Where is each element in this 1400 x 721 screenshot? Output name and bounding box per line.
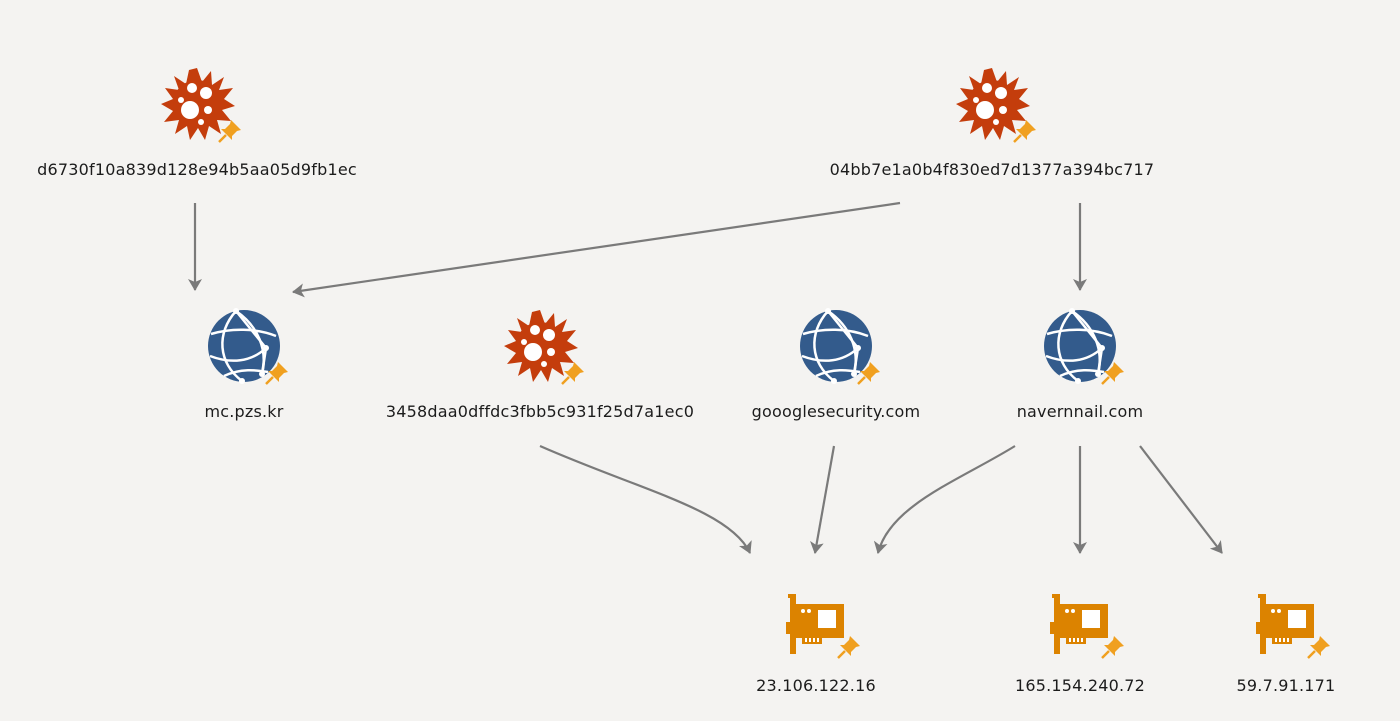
pin-icon [1012,118,1038,144]
edge-domain2-ip1[interactable] [810,445,836,554]
node-label: goooglesecurity.com [751,402,921,421]
node-label: mc.pzs.kr [204,402,284,421]
edge-hash3-ip1[interactable] [539,444,752,554]
pin-icon [1100,634,1126,660]
edge-domain3-ip1[interactable] [873,445,1016,554]
pin-icon [836,634,862,660]
pin-icon [560,360,586,386]
node-label: 59.7.91.171 [1236,676,1336,695]
pin-icon [1306,634,1332,660]
node-label: d6730f10a839d128e94b5aa05d9fb1ec [37,160,357,179]
node-label: 3458daa0dffdc3fbb5c931f25d7a1ec0 [385,402,695,421]
edge-hash2-domain1[interactable] [292,201,901,298]
pin-icon [217,118,243,144]
pin-icon [1100,360,1126,386]
pin-icon [856,360,882,386]
node-label: navernnail.com [1016,402,1144,421]
node-label: 165.154.240.72 [1014,676,1146,695]
edge-domain3-ip3[interactable] [1139,445,1223,554]
pin-icon [264,360,290,386]
node-label: 04bb7e1a0b4f830ed7d1377a394bc717 [829,160,1155,179]
node-label: 23.106.122.16 [756,676,876,695]
